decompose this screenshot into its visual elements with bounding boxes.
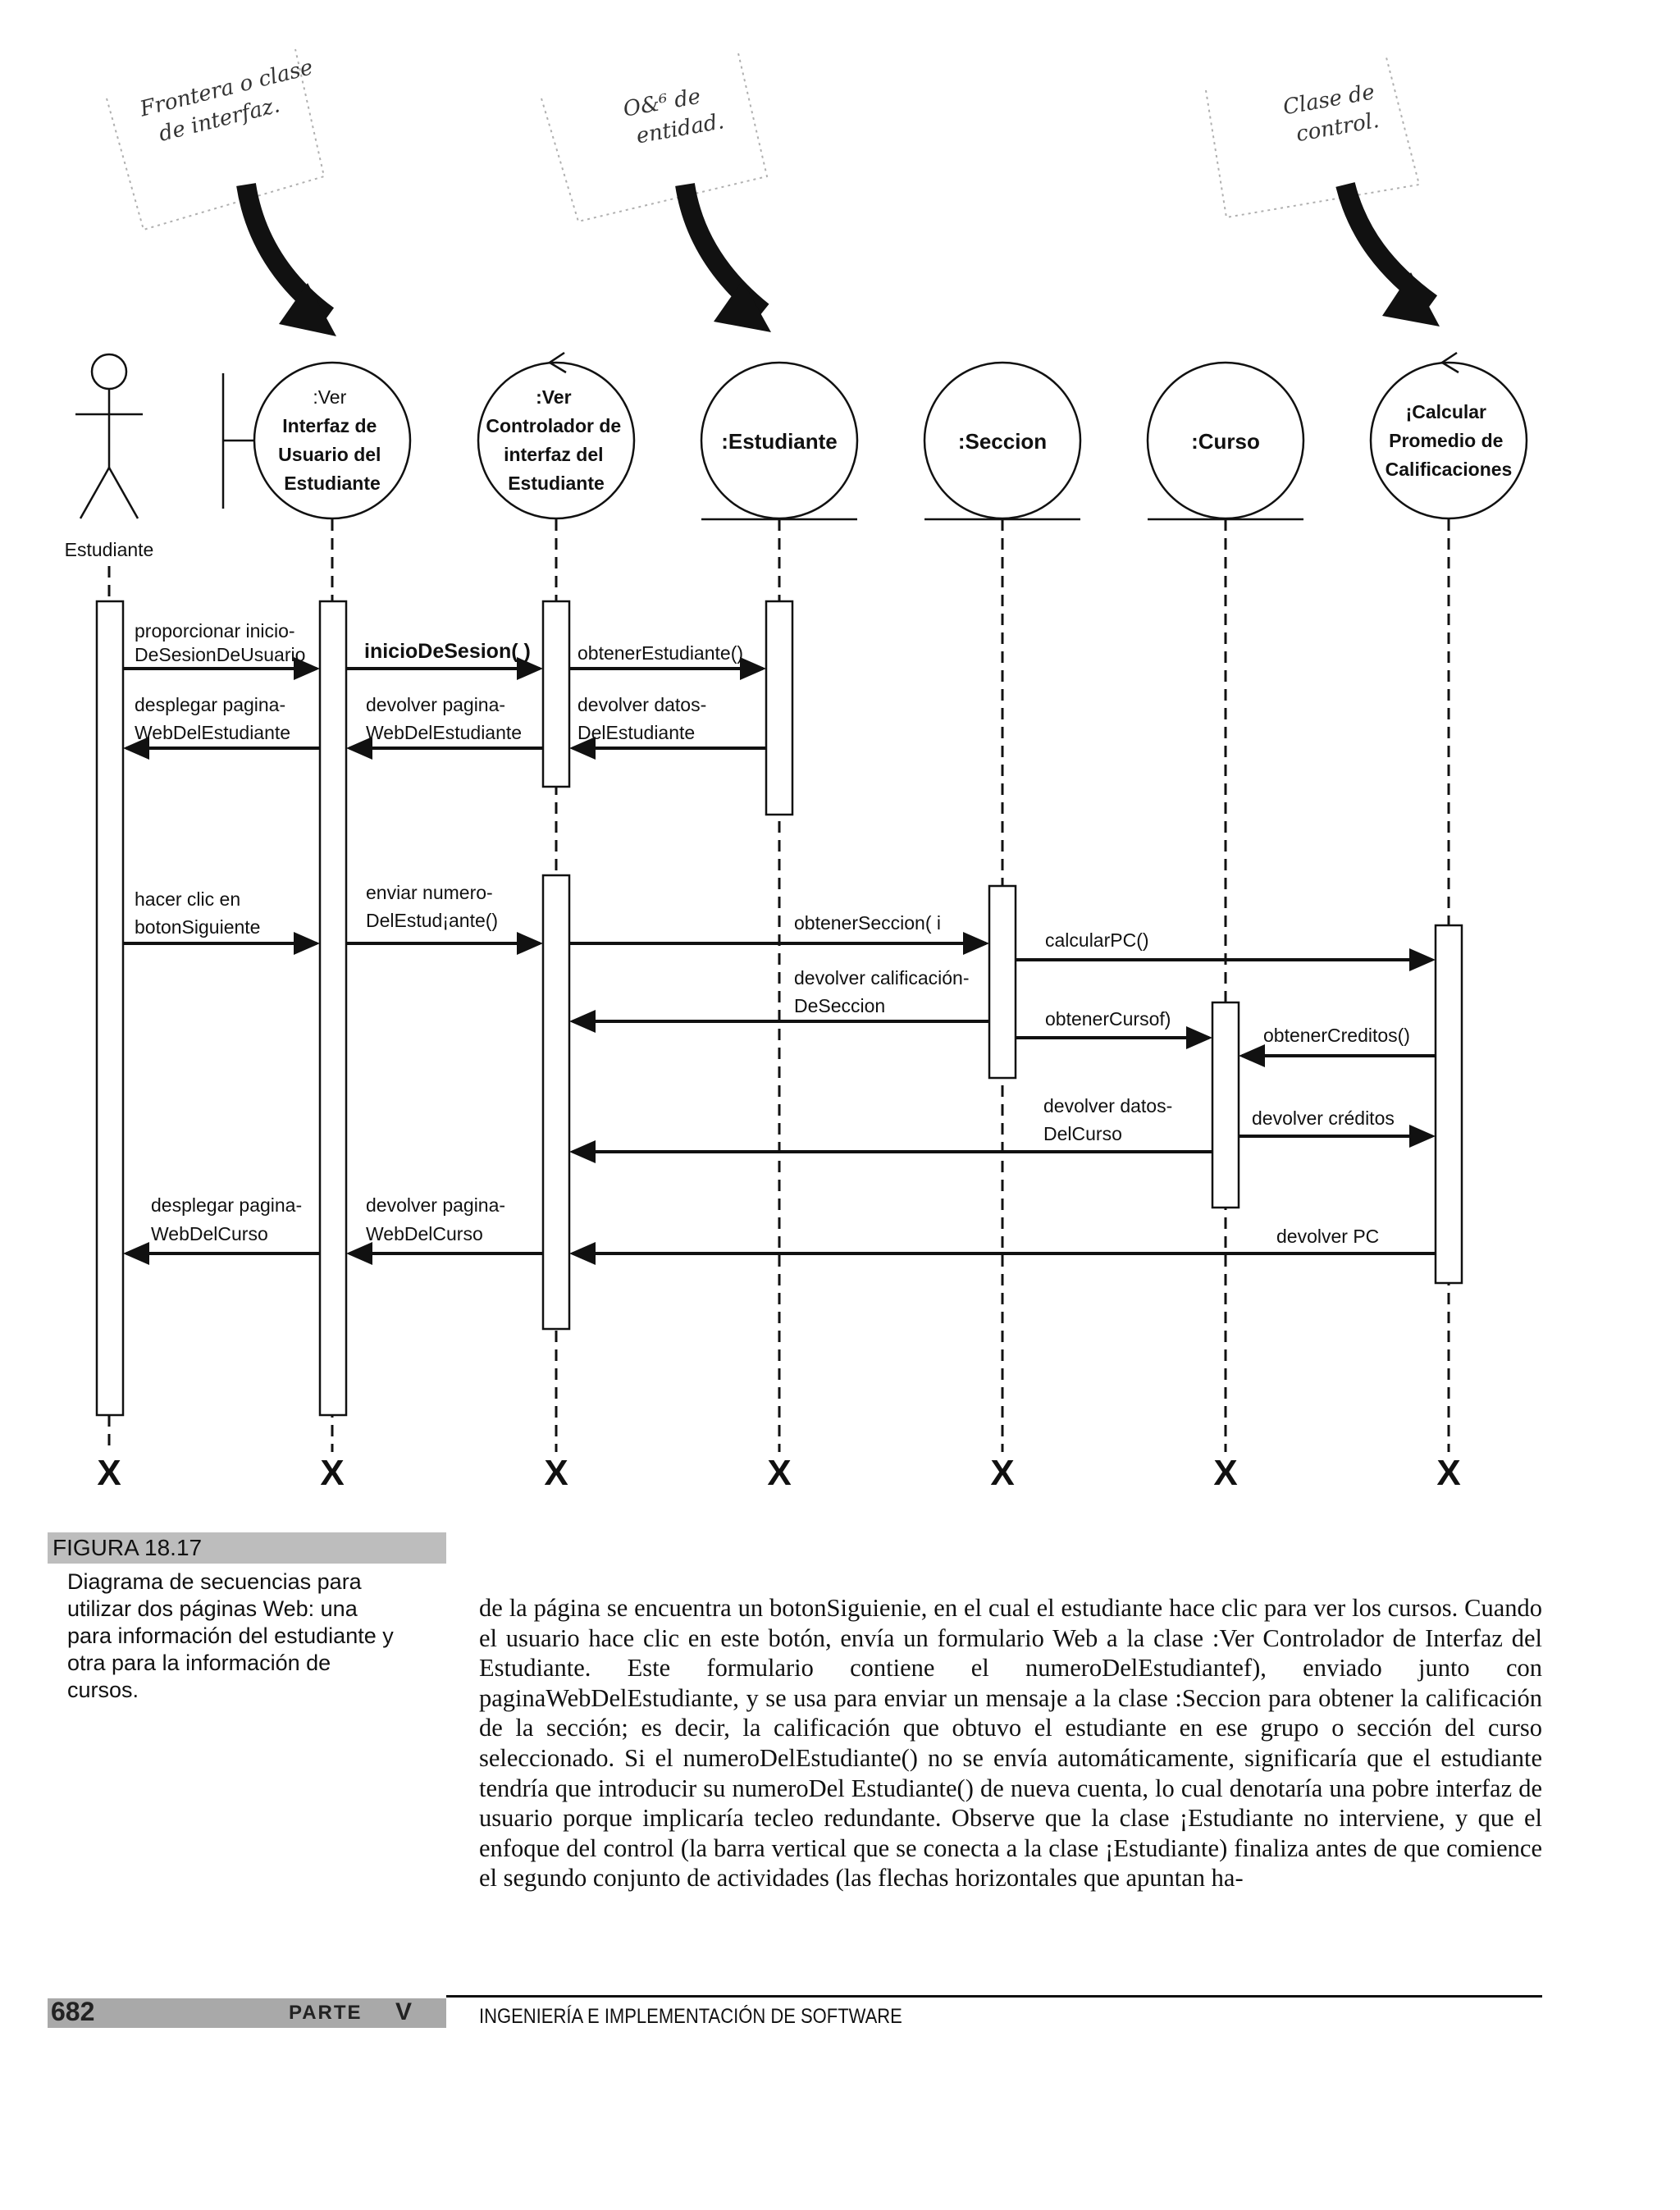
curved-arrow-to-control [1335,181,1438,312]
page-number: 682 [51,1997,95,2026]
svg-text:X: X [1436,1453,1460,1493]
msg-obtener-creditos: obtenerCreditos() [1263,1025,1410,1046]
msg-devolver-datos-curso: devolver datos- DelCurso [1043,1095,1178,1144]
msg-desplegar-pagina-web-curso: desplegar pagina- WebDelCurso [151,1194,308,1244]
note-entity-class: O&⁶ de entidad. [541,53,771,332]
svg-text:X: X [544,1453,568,1493]
msg-enviar-numero-estudiante: enviar numero- DelEstud¡ante() [366,882,498,931]
object-seccion: :Seccion [923,361,1082,521]
svg-text::Ver Controlador de: :Ver Controlador de interfaz del Estudia… [486,386,626,494]
msg-devolver-datos-estudiante: devolver datos- DelEstudiante [578,694,712,743]
svg-text:Frontera o clase de inte: Frontera o clase de interfaz. [137,53,329,150]
object-calcular-promedio: ¡Calcular Promedio de Calificaciones [1369,351,1528,520]
msg-obtener-estudiante: obtenerEstudiante() [578,642,743,664]
figure-label: FIGURA 18.17 [48,1532,446,1564]
msg-devolver-pagina-web-estudiante: devolver pagina- WebDelEstudiante [366,694,522,743]
figure-caption: Diagrama de secuencias para utilizar dos… [67,1569,394,1702]
actor-estudiante: Estudiante [65,353,154,560]
msg-devolver-pc: devolver PC [1276,1226,1379,1247]
svg-text::Seccion: :Seccion [958,429,1047,454]
activation-bars [95,600,1463,1417]
message-arrows [123,657,1436,1265]
actor-label: Estudiante [65,539,154,560]
svg-text::Ver Interfaz de U: :Ver Interfaz de Usuario del Estudiante [278,386,386,494]
svg-text:X: X [767,1453,791,1493]
msg-obtener-seccion: obtenerSeccion( i [794,912,941,934]
msg-proporcionar-inicio-sesion: proporcionar inicio- DeSesionDeUsuario [135,620,305,665]
msg-inicio-de-sesion: inicioDeSesion( ) [364,640,531,663]
object-ver-controlador-interfaz: :Ver Controlador de interfaz del Estudia… [477,351,636,520]
footer-rule [446,1995,1542,1998]
svg-text::Curso: :Curso [1191,429,1260,454]
svg-text:X: X [1213,1453,1237,1493]
running-title: INGENIERÍA E IMPLEMENTACIÓN DE SOFTWARE [479,2005,902,2028]
svg-text:X: X [320,1453,344,1493]
svg-text:Clase de control.: Clase de control. [1281,79,1388,148]
curved-arrow-to-boundary [236,183,335,324]
msg-devolver-creditos: devolver créditos [1252,1107,1395,1129]
destruction-marks: X X X X X X X [97,1453,1460,1493]
msg-desplegar-pagina-web-estudiante: desplegar pagina- WebDelEstudiante [135,694,291,743]
svg-text:X: X [97,1453,121,1493]
part-number: V [395,1998,413,2025]
object-estudiante: :Estudiante [700,361,859,521]
object-ver-interfaz-usuario: :Ver Interfaz de Usuario del Estudiante [221,361,412,520]
svg-text::Estudiante: :Estudiante [721,429,838,454]
svg-text:¡Calcular Promedio de: ¡Calcular Promedio de Calificaciones [1386,401,1513,480]
msg-devolver-pagina-web-curso: devolver pagina- WebDelCurso [366,1194,510,1244]
note-control-class: Clase de control. [1205,57,1440,326]
msg-hacer-clic-boton-siguiente: hacer clic en botonSiguiente [135,888,260,938]
note-boundary-class: Frontera o clase de interfaz. [106,48,336,336]
footer-bar [48,1998,446,2028]
body-paragraph: de la página se encuentra un botonSiguie… [479,1594,1542,1893]
object-curso: :Curso [1146,361,1305,521]
sequence-diagram: Frontera o clase de interfaz. O&⁶ de ent… [65,48,1528,1493]
curved-arrow-to-entity [675,183,769,320]
msg-calcular-pc: calcularPC() [1045,929,1149,951]
part-label: PARTE [289,2002,363,2024]
msg-devolver-calificacion-seccion: devolver calificación- DeSeccion [794,967,975,1016]
msg-obtener-curso: obtenerCursof) [1045,1008,1171,1030]
svg-text:X: X [990,1453,1014,1493]
svg-text:O&⁶ de entidad.: O&⁶ de entidad. [621,81,725,150]
